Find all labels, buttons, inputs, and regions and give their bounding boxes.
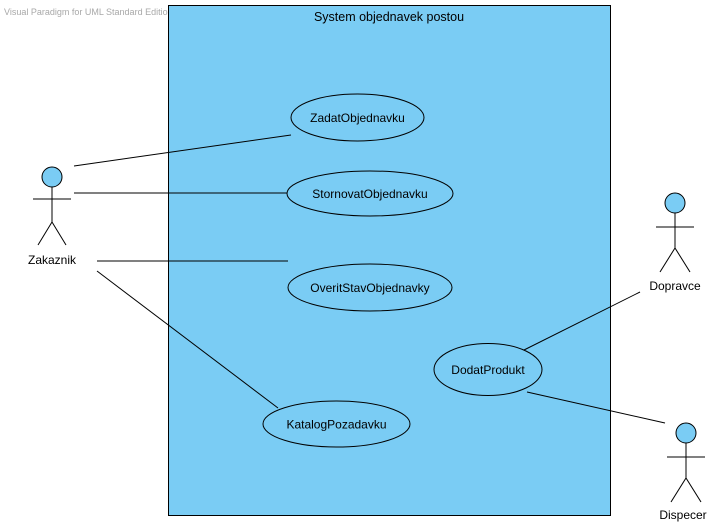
use-case-label: OveritStavObjednavky — [310, 281, 429, 295]
associations — [73, 134, 666, 424]
use-case-katalog-pozadavku[interactable]: KatalogPozadavku — [262, 400, 411, 448]
use-case-overit-stav-objednavky[interactable]: OveritStavObjednavky — [287, 263, 453, 312]
actor-left-leg — [37, 221, 53, 246]
use-case-label: KatalogPozadavku — [286, 418, 386, 432]
use-case-dodat-produkt[interactable]: DodatProdukt — [433, 343, 543, 396]
use-case-ellipse[interactable] — [287, 263, 453, 312]
use-case-ellipse[interactable] — [262, 400, 411, 448]
use-case-ellipse[interactable] — [290, 93, 425, 142]
association-dopravce-dodat[interactable] — [519, 291, 641, 353]
actor-label: Dispecer — [659, 508, 706, 522]
actor-dopravce[interactable]: Dopravce — [649, 192, 701, 293]
use-case-label: StornovatObjednavku — [312, 187, 427, 201]
use-case-zadat-objednavku[interactable]: ZadatObjednavku — [290, 93, 425, 142]
use-case-stornovat-objednavku[interactable]: StornovatObjednavku — [286, 170, 454, 217]
actor-head — [41, 166, 63, 188]
actor-right-leg — [51, 221, 67, 246]
use-case-ellipse[interactable] — [286, 170, 454, 217]
association-zakaznik-katalog[interactable] — [96, 270, 279, 409]
system-title: System objednavek postou — [314, 10, 464, 24]
actor-label: Zakaznik — [28, 253, 77, 267]
watermark: Visual Paradigm for UML Standard Edition… — [4, 7, 255, 17]
actor-dispecer[interactable]: Dispecer — [659, 422, 707, 522]
use-case-label: DodatProdukt — [451, 363, 525, 377]
actor-right-leg — [685, 477, 702, 503]
actor-right-leg — [674, 247, 691, 273]
actor-label: Dopravce — [649, 279, 701, 293]
actor-head — [675, 422, 697, 444]
actor-head — [664, 192, 686, 214]
use-case-label: ZadatObjednavku — [310, 111, 405, 125]
use-case-ellipse[interactable] — [433, 343, 543, 396]
association-dispecer-dodat[interactable] — [526, 391, 666, 424]
actor-zakaznik[interactable]: Zakaznik — [28, 166, 77, 267]
association-zakaznik-zadat[interactable] — [73, 134, 292, 167]
actor-left-leg — [659, 247, 676, 273]
actor-left-leg — [670, 477, 687, 503]
